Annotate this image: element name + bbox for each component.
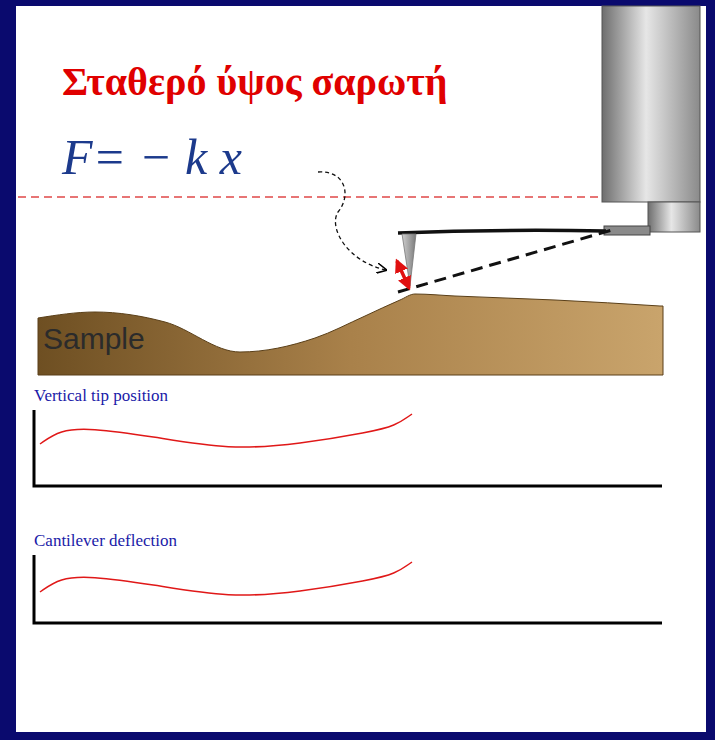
- title-wrap: Σταθερό ύψος σαρωτή: [62, 58, 447, 105]
- cantilever-chip: [604, 226, 650, 235]
- label-wrap: F= − k x: [62, 128, 242, 186]
- sample-block: Sample: [35, 250, 670, 378]
- sample-shape: [35, 250, 670, 378]
- label-wrap: Cantilever deflection: [34, 531, 177, 551]
- rest-line: [398, 230, 612, 292]
- scanner-body: [602, 6, 700, 202]
- force-formula: F= − k x: [62, 128, 242, 186]
- plot-axes: [34, 555, 662, 623]
- signal-curve: [40, 562, 412, 595]
- deflection-arrow: [397, 261, 409, 288]
- plot-title: Cantilever deflection: [34, 531, 177, 551]
- height-line: [18, 196, 602, 198]
- title: Σταθερό ύψος σαρωτή: [62, 58, 447, 105]
- label-wrap: Vertical tip position: [34, 386, 168, 406]
- sample-outline: [38, 294, 663, 375]
- cantilever: [398, 230, 606, 233]
- sample-label: Sample: [43, 322, 145, 356]
- plot-axes: [34, 410, 662, 486]
- plot-title: Vertical tip position: [34, 386, 168, 406]
- scanner-foot: [648, 202, 700, 232]
- signal-curve: [40, 414, 412, 447]
- force-pointer: [318, 172, 386, 270]
